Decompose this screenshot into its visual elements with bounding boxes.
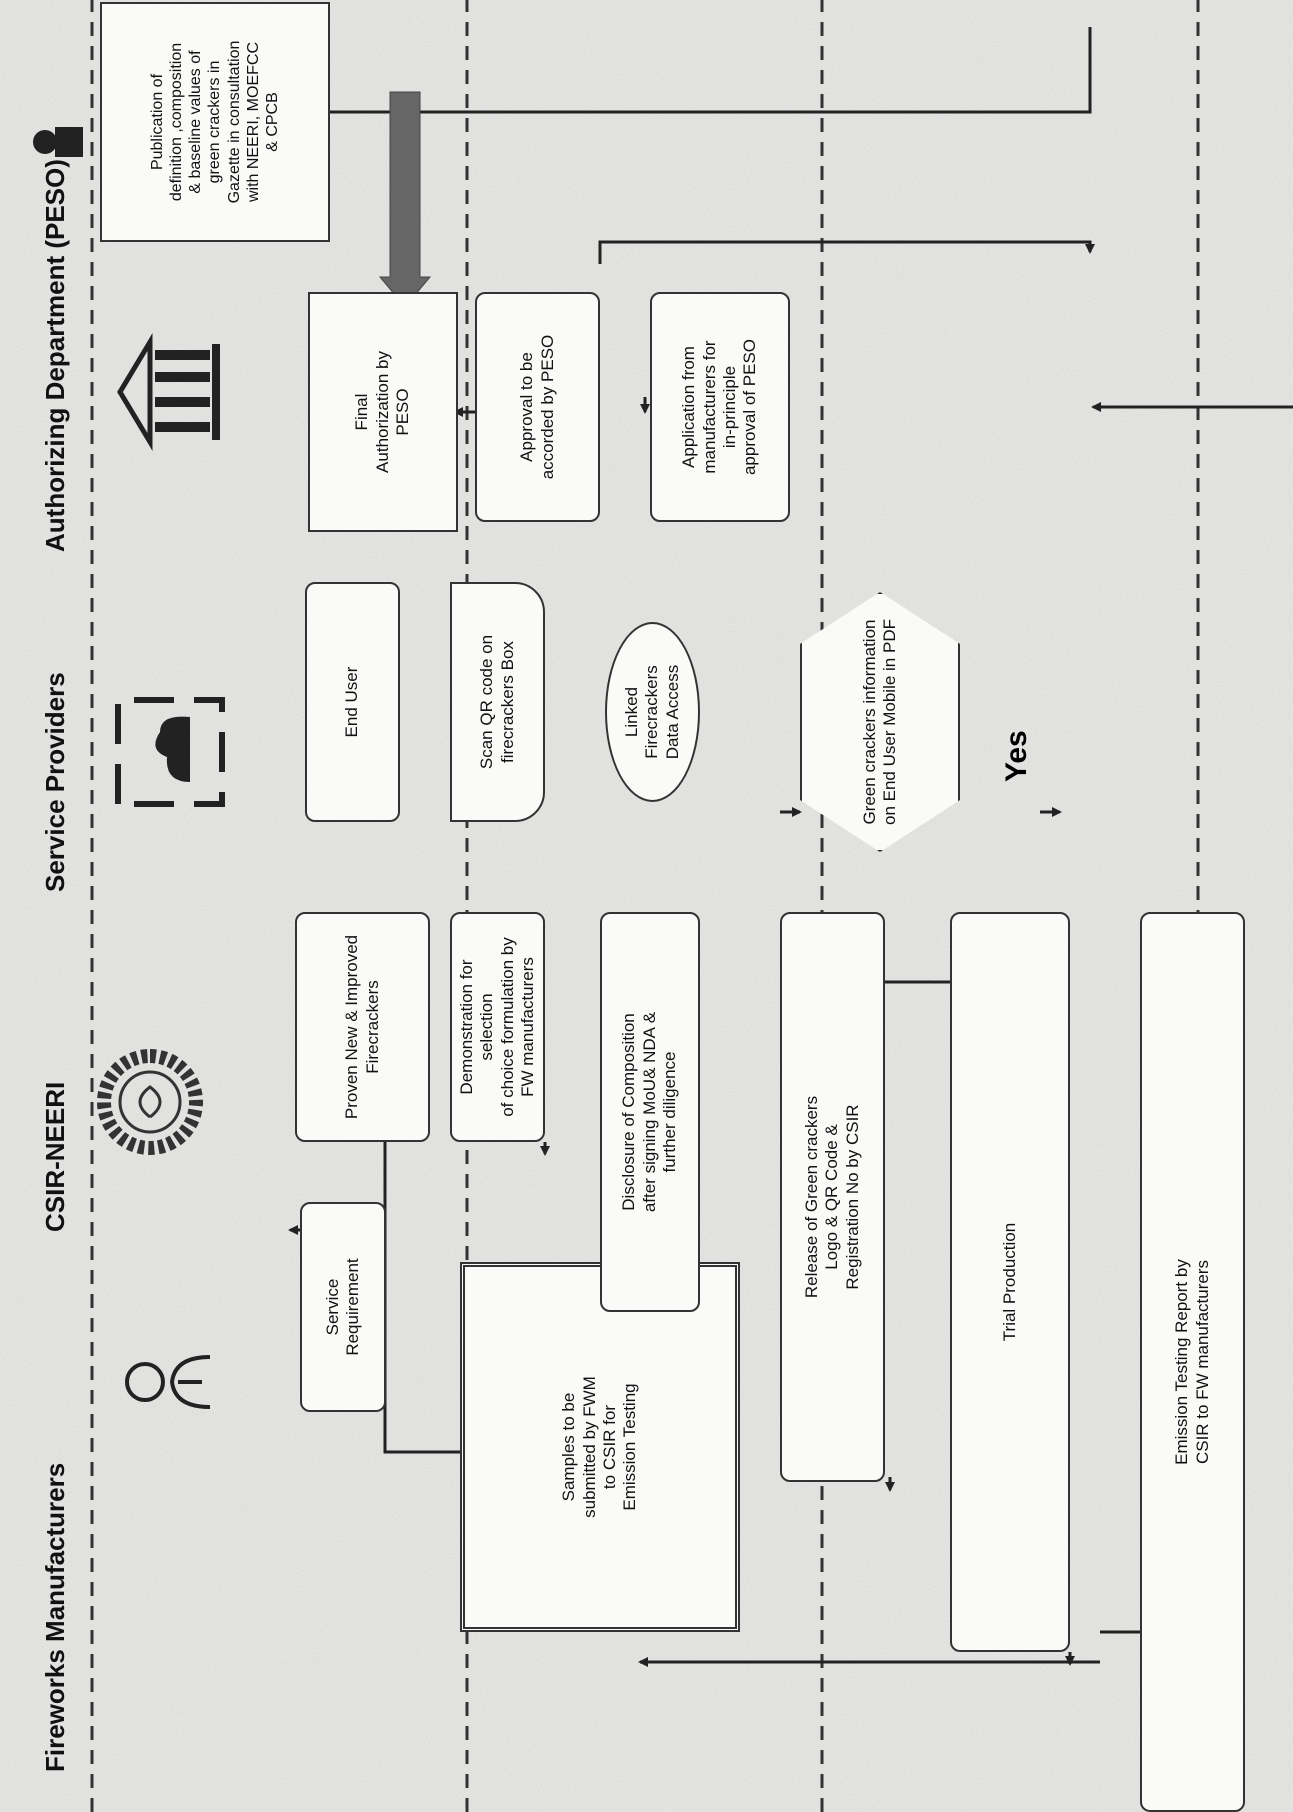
linked-data-ellipse: Linked Firecrackers Data Access [605,622,700,802]
line-right-rail [110,27,1092,114]
demonstration-text: Demonstration for selection of choice fo… [456,937,537,1117]
publication-note: Publication of definition ,composition &… [100,2,330,242]
approval-box: Approval to be accorded by PESO [475,292,600,522]
final-authorization-box: Final Authorization by PESO [308,292,458,532]
service-requirement-box: Service Requirement [300,1202,386,1412]
emission-report-text: Emission Testing Report by CSIR to FW ma… [1172,1259,1212,1465]
lane-title-manufacturers: Fireworks Manufacturers [40,1462,70,1772]
proven-firecrackers-box: Proven New & Improved Firecrackers [295,912,430,1142]
yes-label: Yes [1000,730,1033,782]
line-approval-to-right-rail [598,240,1095,264]
trial-production-text: Trial Production [999,1222,1019,1342]
linked-data-text: Linked Firecrackers Data Access [621,664,682,760]
application-text: Application from manufacturers for in-pr… [679,338,760,476]
emission-report-box: Emission Testing Report by CSIR to FW ma… [1140,912,1245,1812]
scan-qr-text: Scan QR code on firecrackers Box [477,634,517,770]
lane-title-csir: CSIR-NEERI [40,1081,70,1232]
release-text: Release of Green crackers Logo & QR Code… [801,1095,862,1299]
samples-text: Samples to be submitted by FWM to CSIR f… [559,1376,640,1518]
lane-title-authorizing: Authorizing Department (PESO) [40,159,70,552]
demonstration-box: Demonstration for selection of choice fo… [450,912,545,1142]
service-requirement-text: Service Requirement [322,1258,362,1356]
publication-text: Publication of definition ,composition &… [148,40,281,204]
approval-text: Approval to be accorded by PESO [517,334,557,480]
trial-production-box: Trial Production [950,912,1070,1652]
person-icon [125,1355,211,1409]
end-user-text: End User [342,666,362,738]
green-info-text: Green crackers information on End User M… [859,619,899,825]
application-box: Application from manufacturers for in-pr… [650,292,790,522]
disclosure-text: Disclosure of Composition after signing … [619,1011,680,1213]
neeri-logo [97,1049,203,1155]
samples-box: Samples to be submitted by FWM to CSIR f… [460,1262,740,1632]
disclosure-box: Disclosure of Composition after signing … [600,912,700,1312]
gazette-arrow [378,91,432,308]
release-box: Release of Green crackers Logo & QR Code… [780,912,885,1482]
arrow-trial-to-application [1091,402,1293,724]
lane-title-service-providers: Service Providers [40,672,70,892]
proven-firecrackers-text: Proven New & Improved Firecrackers [342,934,382,1120]
end-user-box: End User [305,582,400,822]
building-icon [117,332,220,452]
scan-qr-box: Scan QR code on firecrackers Box [450,582,545,822]
final-authorization-text: Final Authorization by PESO [352,351,413,473]
user-icon [33,127,83,157]
cloud-icon [115,697,225,807]
green-info-hexagon: Green crackers information on End User M… [800,592,960,852]
